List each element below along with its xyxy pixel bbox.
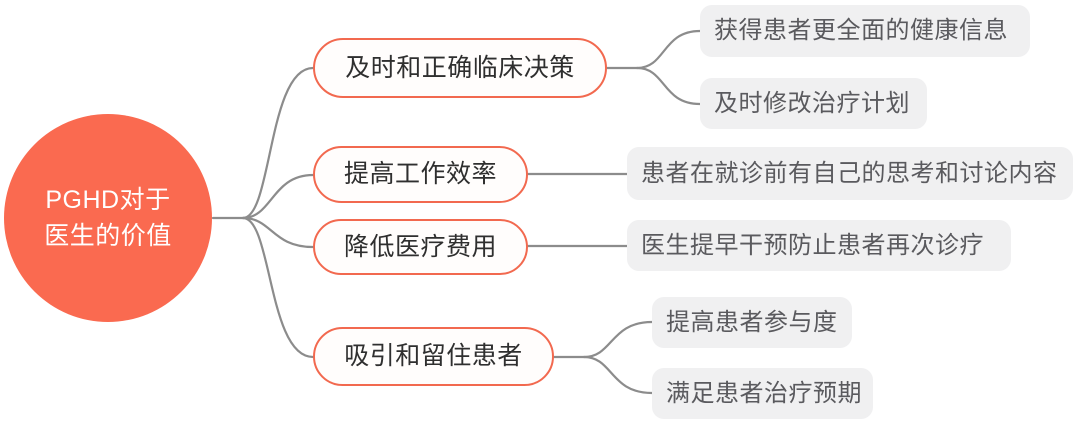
- leaf-node-0-1[interactable]: 及时修改治疗计划: [700, 78, 927, 129]
- branch-label-0: 及时和正确临床决策: [345, 53, 575, 82]
- root-label-line1: PGHD对于: [45, 186, 171, 214]
- branch-label-2: 降低医疗费用: [343, 232, 497, 261]
- branch-node-1[interactable]: 提高工作效率: [313, 146, 528, 203]
- leaf-label-3-1: 满足患者治疗预期: [666, 379, 862, 407]
- connector-root-to-branch-0: [241, 66, 315, 220]
- leaf-label-0-0: 获得患者更全面的健康信息: [714, 17, 1008, 44]
- branch-label-1: 提高工作效率: [343, 160, 497, 188]
- root-label-line2: 医生的价值: [44, 222, 172, 250]
- leaf-node-3-0[interactable]: 提高患者参与度: [652, 297, 852, 348]
- branch-label-3: 吸引和留住患者: [344, 342, 523, 370]
- branch-node-0[interactable]: 及时和正确临床决策: [313, 38, 607, 98]
- connector-root-to-branch-3: [241, 216, 315, 359]
- connector-root-to-branch-1: [241, 173, 315, 220]
- connector-branch-0-to-leaf-1: [635, 66, 702, 106]
- leaf-node-0-0[interactable]: 获得患者更全面的健康信息: [700, 5, 1030, 57]
- leaf-label-0-1: 及时修改治疗计划: [714, 89, 910, 117]
- leaf-label-2-0: 医生提早干预防止患者再次诊疗: [641, 231, 984, 259]
- leaf-node-1-0[interactable]: 患者在就诊前有自己的思考和讨论内容: [627, 147, 1073, 200]
- connector-branch-3-to-leaf-0: [582, 320, 654, 359]
- connector-root-to-branch-2: [241, 216, 315, 249]
- leaf-label-1-0: 患者在就诊前有自己的思考和讨论内容: [641, 159, 1058, 187]
- connector-branch-3-to-leaf-1: [582, 355, 654, 395]
- leaf-label-3-0: 提高患者参与度: [666, 308, 838, 336]
- leaf-node-3-1[interactable]: 满足患者治疗预期: [652, 368, 873, 419]
- root-node[interactable]: PGHD对于 医生的价值: [4, 114, 212, 322]
- branch-node-2[interactable]: 降低医疗费用: [313, 219, 528, 275]
- connector-branch-0-to-leaf-0: [635, 29, 702, 70]
- branch-node-3[interactable]: 吸引和留住患者: [313, 327, 554, 386]
- leaf-node-2-0[interactable]: 医生提早干预防止患者再次诊疗: [627, 220, 1011, 271]
